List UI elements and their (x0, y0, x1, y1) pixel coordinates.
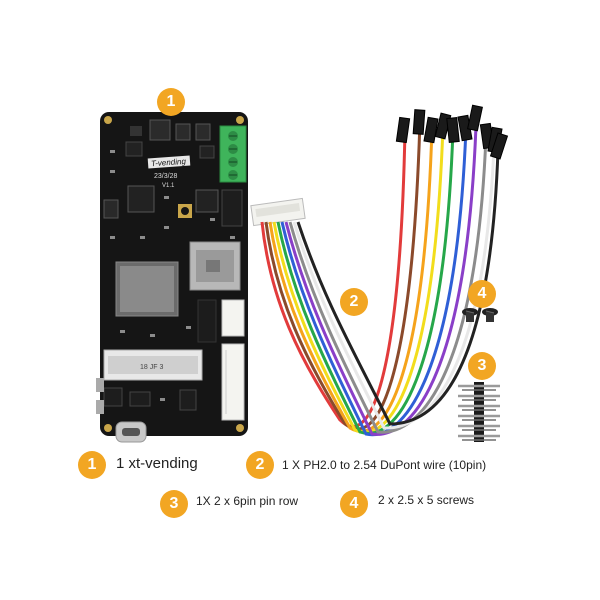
caption-text-1: 1 xt-vending (116, 455, 198, 472)
board-date-label: 23/3/28 (154, 173, 177, 180)
pin-header (458, 382, 500, 442)
image-badge-1: 1 (157, 88, 185, 116)
screw-terminal (219, 125, 247, 183)
image-badge-4: 4 (468, 280, 496, 308)
fpc-module-label: 18 JF 3 (140, 364, 163, 371)
board-brand-label: T-vending (151, 157, 187, 168)
image-badge-3: 3 (468, 352, 496, 380)
caption-badge-2: 2 (246, 451, 274, 479)
image-badge-2: 2 (340, 288, 368, 316)
caption-text-2: 1 X PH2.0 to 2.54 DuPont wire (10pin) (282, 458, 487, 472)
sd-card-slot (189, 241, 241, 291)
pcb-board: T-vending 23/3/28 V1.1 18 (96, 112, 248, 443)
caption-text-4: 2 x 2.5 x 5 screws (378, 493, 475, 507)
usb-c-port (115, 421, 147, 443)
caption-badge-4: 4 (340, 490, 368, 518)
caption-text-3: 1X 2 x 6pin pin row (196, 494, 299, 508)
board-version-label: V1.1 (162, 183, 175, 189)
dupont-cable (250, 104, 509, 437)
fpc-connector: 18 JF 3 (103, 349, 203, 381)
caption-badge-1: 1 (78, 451, 106, 479)
esp-module (115, 261, 179, 317)
caption-badge-3: 3 (160, 490, 188, 518)
screws (462, 308, 498, 322)
